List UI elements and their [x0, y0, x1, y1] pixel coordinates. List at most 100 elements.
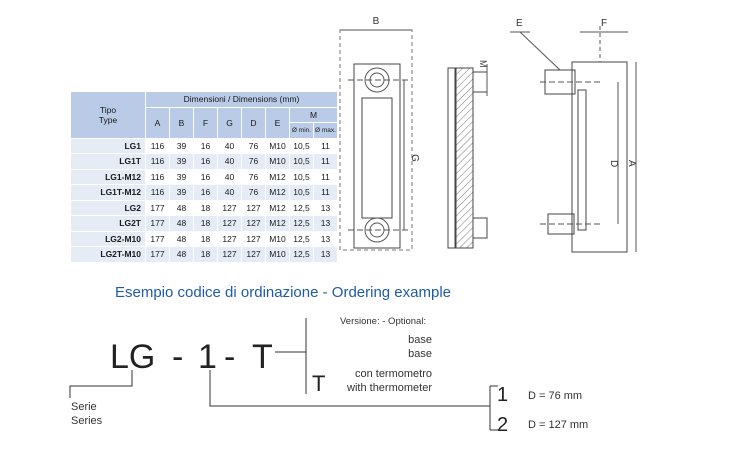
front-view-body [353, 63, 401, 249]
value-cell: 11 [313, 137, 338, 154]
value-cell: 40 [217, 137, 242, 154]
value-cell: 11 [313, 153, 338, 170]
version-t-letter: T [312, 371, 325, 396]
version-base-2: base [408, 348, 432, 360]
version-base-1: base [408, 334, 432, 346]
type-cell: LG1-M12 [70, 168, 146, 185]
type-cell: LG1T-M12 [70, 184, 146, 201]
type-cell: LG1 [70, 137, 146, 154]
side-view-bottom-fitting [547, 213, 575, 235]
version-t-it: con termometro [355, 368, 432, 380]
front-view-window [361, 97, 393, 219]
code-1: 1 [198, 338, 217, 376]
value-cell: M12 [265, 215, 290, 232]
size-2-digit: 2 [497, 414, 508, 436]
version-connector [275, 318, 307, 353]
value-cell: 12,5 [289, 215, 314, 232]
value-cell: 48 [169, 246, 194, 263]
label-b: B [373, 16, 380, 27]
value-cell: 16 [193, 153, 218, 170]
series-en: Series [71, 415, 103, 427]
value-cell: 10,5 [289, 137, 314, 154]
side-view-glass [577, 89, 587, 231]
type-cell: LG2 [70, 199, 146, 216]
label-e: E [516, 18, 523, 29]
value-cell: 12,5 [289, 230, 314, 247]
column-header-b: B [169, 106, 194, 139]
value-cell: 16 [193, 184, 218, 201]
value-cell: 10,5 [289, 168, 314, 185]
type-cell: LG2T-M10 [70, 246, 146, 263]
size-2-desc: D = 127 mm [528, 419, 588, 431]
value-cell: M10 [265, 230, 290, 247]
size-1-desc: D = 76 mm [528, 390, 582, 402]
code-dash-1: - [172, 338, 183, 376]
value-cell: 127 [217, 246, 242, 263]
code-t: T [252, 338, 273, 376]
value-cell: 18 [193, 246, 218, 263]
side-view-top-nut [472, 71, 488, 93]
label-d: D [608, 160, 619, 167]
column-header-g: G [217, 106, 242, 139]
size-connector [209, 370, 490, 407]
value-cell: 116 [145, 168, 170, 185]
value-cell: M12 [265, 199, 290, 216]
version-t-en: with thermometer [346, 382, 432, 394]
table-columns-row: A B F G D E M [70, 106, 338, 139]
label-a: A [626, 160, 637, 167]
series-it: Serie [71, 401, 97, 413]
type-cell: LG2-M10 [70, 230, 146, 247]
value-cell: 16 [193, 137, 218, 154]
value-cell: 127 [241, 215, 266, 232]
value-cell: 18 [193, 230, 218, 247]
value-cell: 127 [241, 199, 266, 216]
value-cell: 48 [169, 199, 194, 216]
value-cell: 11 [313, 184, 338, 201]
label-g: G [409, 154, 420, 162]
front-view [339, 29, 413, 251]
series-connector [69, 370, 133, 398]
value-cell: 127 [241, 246, 266, 263]
value-cell: 13 [313, 215, 338, 232]
value-cell: M10 [265, 246, 290, 263]
value-cell: 116 [145, 184, 170, 201]
value-cell: 48 [169, 215, 194, 232]
value-cell: M10 [265, 137, 290, 154]
value-cell: 39 [169, 137, 194, 154]
value-cell: 76 [241, 168, 266, 185]
side-view [447, 26, 637, 253]
value-cell: M12 [265, 184, 290, 201]
column-header-m-max: Ø max. [313, 122, 338, 139]
ordering-connector-lines [69, 318, 498, 431]
size-1-digit: 1 [497, 384, 508, 406]
code-dash-2: - [224, 338, 235, 376]
value-cell: 127 [217, 230, 242, 247]
front-view-outer-dashed [339, 29, 413, 251]
versions-label: Versione: - Optional: [340, 316, 426, 327]
dimensions-table: Tipo Type Dimensioni / Dimensions (mm) A… [70, 91, 338, 263]
side-view-gasket [447, 67, 457, 249]
label-f: F [601, 18, 607, 29]
value-cell: 13 [313, 246, 338, 263]
dimensions-header: Dimensioni / Dimensions (mm) [145, 91, 338, 108]
column-header-e: E [265, 106, 290, 139]
value-cell: 13 [313, 199, 338, 216]
side-view-wall-hatched [454, 67, 474, 249]
column-header-a: A [145, 106, 170, 139]
column-header-f: F [193, 106, 218, 139]
side-view-bottom-nut [472, 217, 488, 239]
value-cell: 13 [313, 230, 338, 247]
label-m: M [478, 60, 488, 68]
type-cell: LG2T [70, 215, 146, 232]
value-cell: 40 [217, 184, 242, 201]
